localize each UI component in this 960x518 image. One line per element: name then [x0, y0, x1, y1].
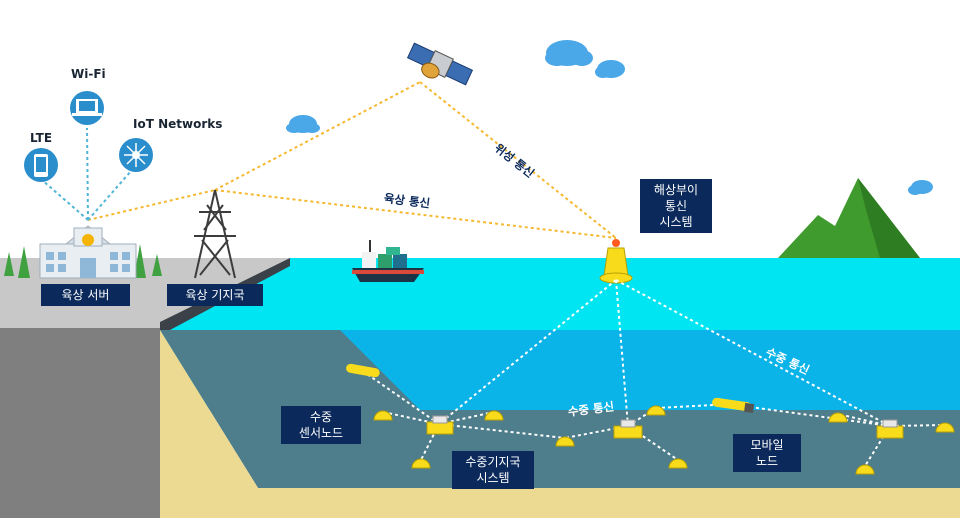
mobile-node-label-line-2: 노드: [755, 454, 779, 468]
underwater-sensor-node-label: 수중 센서노드: [281, 406, 361, 444]
server-building-icon: [39, 225, 137, 279]
cloud-icon: [286, 40, 933, 195]
buoy-system-label-line-2: 통신: [664, 199, 688, 213]
land-base-station-label: 육상 기지국: [167, 284, 263, 306]
seabed-sand: [160, 330, 960, 518]
tree-icon: [4, 244, 162, 278]
land-satellite-links: [87, 81, 617, 239]
ship-icon: [352, 240, 424, 282]
laptop-wifi-icon: [70, 91, 104, 125]
underwater-base-station-label-line-1: 수중기지국: [465, 455, 521, 469]
smartphone-icon: [24, 148, 58, 182]
buoy-system-label: 해상부이 통신 시스템: [640, 179, 712, 233]
iot-network-icon: [119, 138, 153, 172]
satellite-icon: [406, 42, 474, 86]
buoy-icon: [599, 239, 633, 284]
lte-label: LTE: [30, 131, 53, 145]
underwater-sensor-node-label-line-1: 수중: [309, 410, 333, 424]
underwater-base-station-icon: [426, 415, 904, 439]
land-server-label: 육상 서버: [41, 284, 130, 306]
ground-cliff: [0, 328, 160, 518]
sensor-node-icon: [373, 405, 955, 475]
mobile-node-label-line-1: 모바일: [750, 438, 784, 452]
underwater-base-station-label: 수중기지국 시스템: [452, 451, 534, 489]
mobile-auv-icon: [346, 363, 755, 414]
underwater-sensor-node-label-line-2: 센서노드: [298, 426, 344, 440]
transmission-tower-icon: [194, 189, 236, 279]
wifi-label: Wi-Fi: [71, 67, 106, 81]
mountain-shade: [858, 178, 920, 258]
underwater-base-station-label-line-2: 시스템: [476, 471, 510, 485]
network-links: [41, 127, 133, 221]
mobile-node-label: 모바일 노드: [733, 434, 801, 472]
buoy-system-label-line-3: 시스템: [659, 215, 693, 229]
buoy-system-label-line-1: 해상부이: [653, 183, 699, 197]
iot-networks-label: IoT Networks: [133, 117, 223, 131]
